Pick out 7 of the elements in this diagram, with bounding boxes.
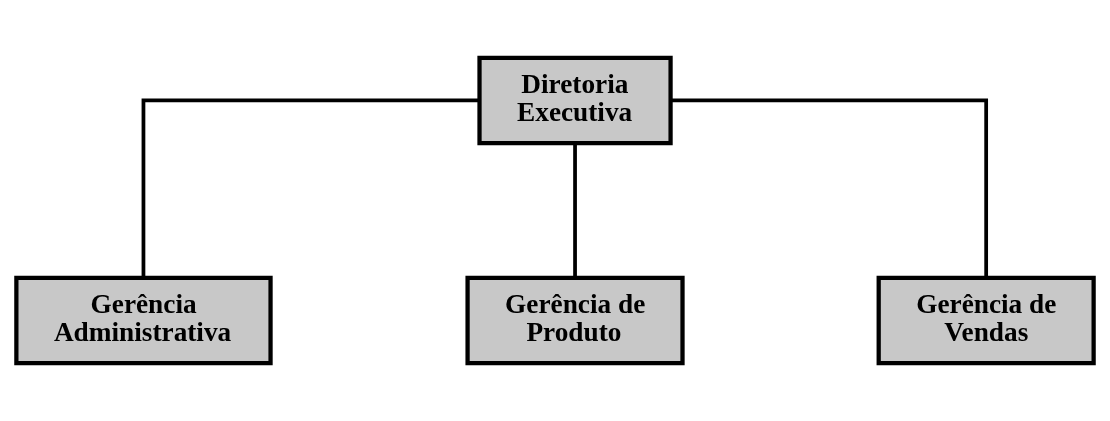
connector <box>573 143 577 278</box>
node-box: Diretoria Executiva <box>477 55 673 146</box>
connector <box>141 98 480 278</box>
node-box: Gerência de Produto <box>465 275 685 366</box>
node-box: Gerência Administrativa <box>14 275 273 366</box>
node-box: Gerência de Vendas <box>876 275 1096 366</box>
connector <box>670 98 989 278</box>
